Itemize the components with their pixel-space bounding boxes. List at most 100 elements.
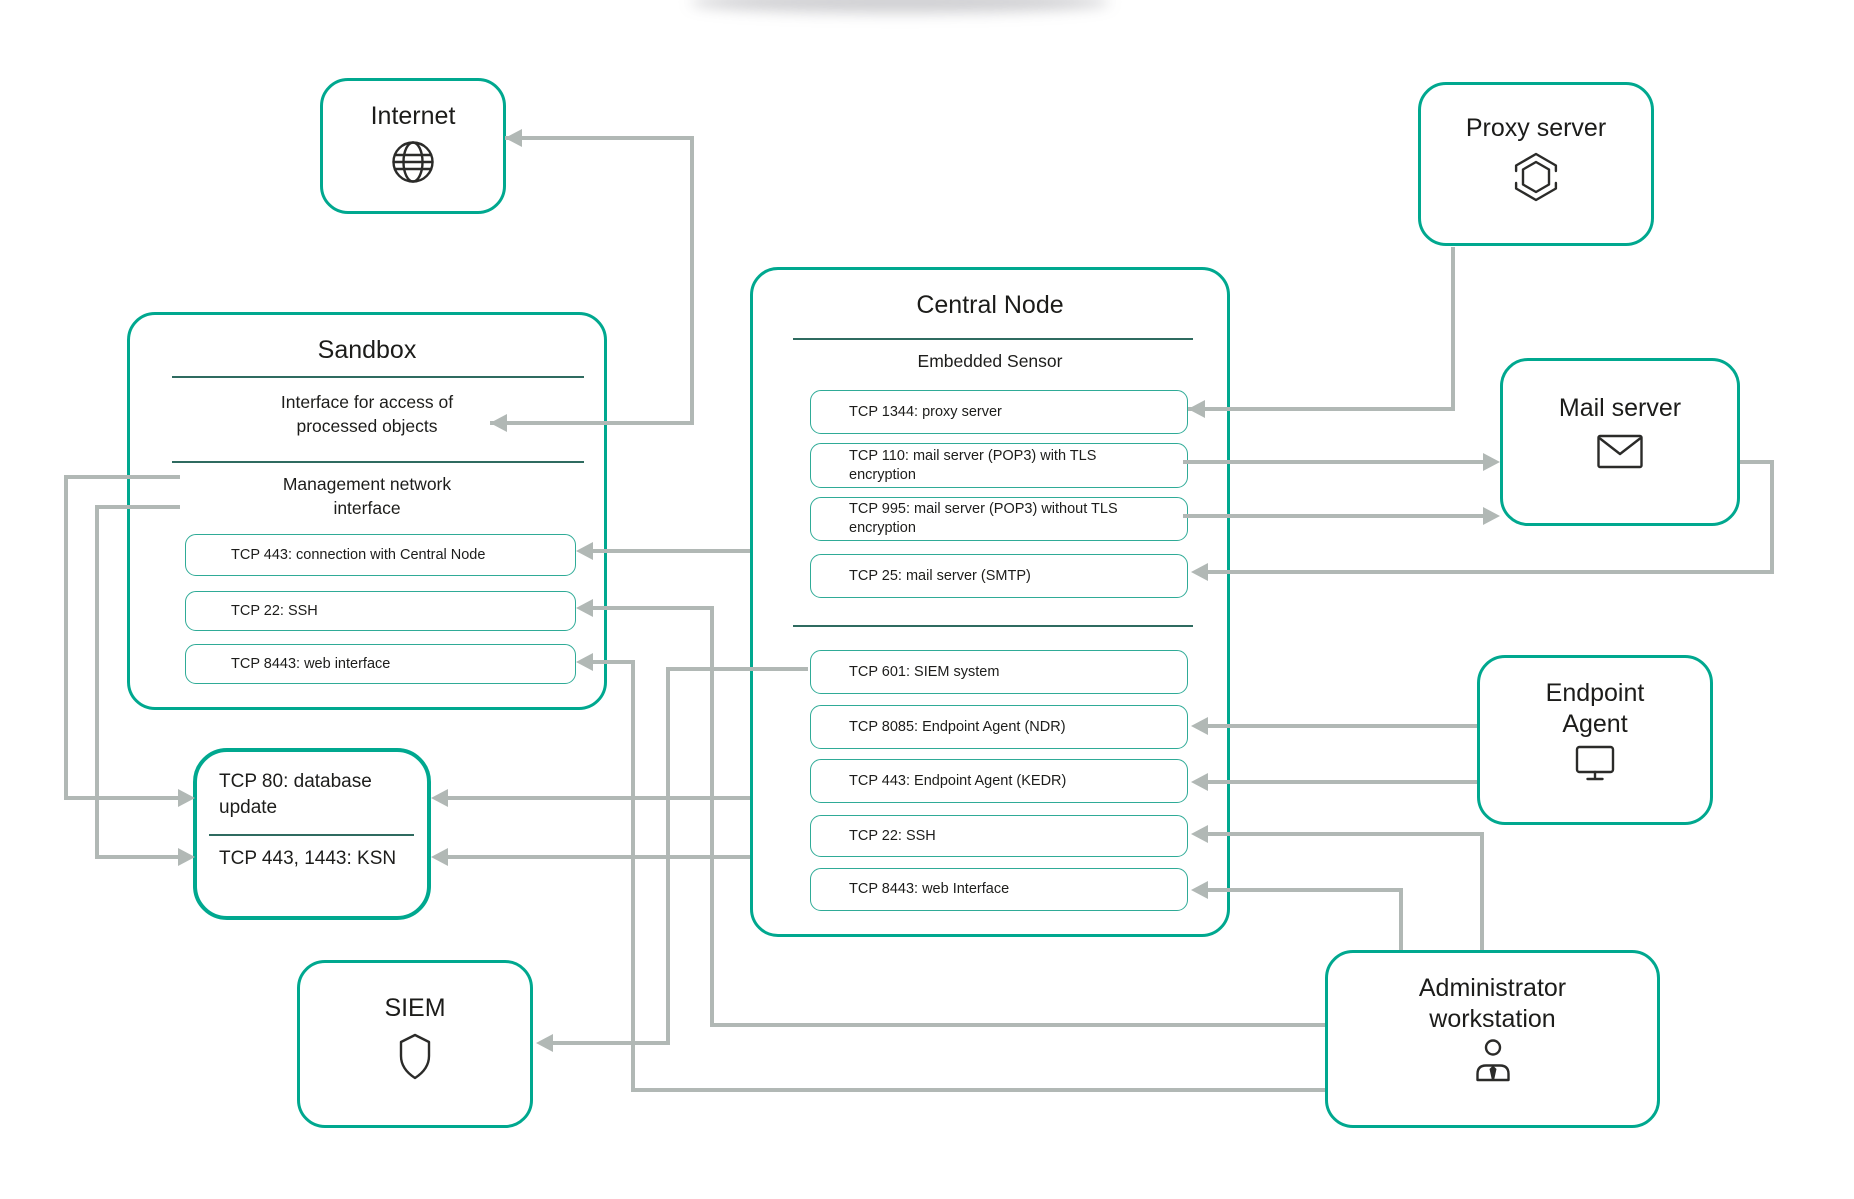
connector-segment-h (505, 136, 694, 140)
arrowhead-left-icon (1191, 773, 1208, 791)
port-label: TCP 601: SIEM system (849, 663, 1000, 680)
central-port-tcp-8443: TCP 8443: web Interface (810, 868, 1188, 911)
sandbox-title: Sandbox (317, 336, 417, 364)
cropped-element-shadow (690, 0, 1110, 13)
services-divider (209, 834, 414, 836)
arrowhead-left-icon (1188, 400, 1205, 418)
connector-segment-h (448, 855, 750, 859)
central-node-divider-2 (793, 625, 1193, 627)
sandbox-port-tcp-22: TCP 22: SSH (185, 591, 576, 631)
monitor-icon (1575, 745, 1615, 780)
connector-segment-h (490, 421, 694, 425)
shield-icon (399, 1034, 431, 1080)
siem-box: SIEM (297, 960, 533, 1128)
arrowhead-left-icon (490, 414, 507, 432)
arrowhead-left-icon (1191, 563, 1208, 581)
arrowhead-left-icon (576, 542, 593, 560)
port-label: TCP 995: mail server (POP3) without TLS … (849, 501, 1118, 536)
administrator-workstation-title: Administrator workstation (1418, 974, 1567, 1034)
connector-segment-h (1740, 460, 1774, 464)
endpoint-agent-title: Endpoint Agent (1545, 679, 1645, 739)
administrator-workstation-box: Administrator workstation (1325, 950, 1660, 1128)
central-node-title: Central Node (916, 291, 1064, 319)
arrowhead-left-icon (576, 599, 593, 617)
port-label: TCP 8443: web Interface (849, 881, 1010, 898)
connector-segment-v (1480, 834, 1484, 950)
connector-segment-v (631, 660, 635, 1090)
connector-segment-v (95, 507, 99, 857)
update-ksn-box: TCP 80: database update TCP 443, 1443: K… (193, 748, 431, 920)
connector-segment-v (666, 669, 670, 1043)
port-label: TCP 22: SSH (231, 602, 318, 619)
central-port-tcp-8085: TCP 8085: Endpoint Agent (NDR) (810, 705, 1188, 749)
central-port-tcp-1344: TCP 1344: proxy server (810, 390, 1188, 434)
connector-segment-v (1451, 247, 1455, 409)
connector-segment-h (1208, 832, 1484, 836)
central-port-tcp-995: TCP 995: mail server (POP3) without TLS … (810, 497, 1188, 541)
connector-segment-h (631, 1088, 1325, 1092)
arrowhead-right-icon (1483, 453, 1500, 471)
arrowhead-left-icon (576, 653, 593, 671)
central-port-tcp-25: TCP 25: mail server (SMTP) (810, 554, 1188, 598)
service-row-database-update: TCP 80: database update (219, 771, 372, 818)
connector-segment-v (1399, 890, 1403, 950)
connector-segment-h (710, 1023, 1325, 1027)
port-label: TCP 8085: Endpoint Agent (NDR) (849, 718, 1066, 735)
central-node-box: Central Node Embedded Sensor TCP 1344: p… (750, 267, 1230, 937)
connector-segment-h (666, 667, 808, 671)
central-port-tcp-443-kedr: TCP 443: Endpoint Agent (KEDR) (810, 759, 1188, 803)
service-row-ksn: TCP 443, 1443: KSN (219, 848, 397, 869)
sandbox-divider-2 (172, 461, 584, 463)
connector-segment-h (448, 796, 750, 800)
connector-segment-h (1183, 460, 1485, 464)
internet-box: Internet (320, 78, 506, 214)
siem-title: SIEM (384, 994, 446, 1022)
central-node-divider-1 (793, 338, 1193, 340)
connector-segment-h (593, 549, 750, 553)
port-label: TCP 443: connection with Central Node (231, 546, 486, 563)
proxy-server-box: Proxy server (1418, 82, 1654, 246)
connector-segment-h (1183, 514, 1485, 518)
connector-segment-v (1770, 462, 1774, 572)
central-port-tcp-22: TCP 22: SSH (810, 815, 1188, 857)
mail-server-box: Mail server (1500, 358, 1740, 526)
arrowhead-left-icon (1191, 881, 1208, 899)
connector-segment-h (593, 660, 635, 664)
sandbox-box: Sandbox Interface for access of processe… (127, 312, 607, 710)
port-label: TCP 22: SSH (849, 827, 936, 844)
connector-segment-h (593, 606, 714, 610)
connector-segment-v (690, 136, 694, 423)
connector-segment-h (95, 505, 180, 509)
port-label: TCP 443: Endpoint Agent (KEDR) (849, 772, 1067, 789)
arrowhead-left-icon (431, 789, 448, 807)
globe-icon (392, 141, 434, 183)
embedded-sensor-heading: Embedded Sensor (917, 351, 1063, 371)
envelope-icon (1597, 435, 1643, 469)
port-label: TCP 110: mail server (POP3) with TLS enc… (849, 447, 1097, 483)
connector-segment-h (1208, 724, 1477, 728)
proxy-server-title: Proxy server (1465, 114, 1607, 142)
arrowhead-right-icon (1483, 507, 1500, 525)
arrowhead-right-icon (178, 789, 195, 807)
connector-segment-v (710, 606, 714, 1025)
arrowhead-left-icon (536, 1034, 553, 1052)
hexagon-icon (1514, 153, 1558, 202)
arrowhead-right-icon (178, 848, 195, 866)
internet-title: Internet (370, 102, 456, 130)
central-port-tcp-601: TCP 601: SIEM system (810, 650, 1188, 694)
connector-segment-h (1208, 888, 1403, 892)
mail-server-title: Mail server (1558, 394, 1682, 422)
connector-segment-h (1188, 407, 1455, 411)
sandbox-port-tcp-8443: TCP 8443: web interface (185, 644, 576, 684)
arrowhead-left-icon (1191, 717, 1208, 735)
connector-segment-h (1208, 570, 1774, 574)
connector-segment-h (1208, 780, 1477, 784)
sandbox-port-tcp-443: TCP 443: connection with Central Node (185, 534, 576, 576)
endpoint-agent-box: Endpoint Agent (1477, 655, 1713, 825)
sandbox-heading-interface: Interface for access of processed object… (280, 392, 454, 436)
arrowhead-left-icon (1191, 825, 1208, 843)
central-port-tcp-110: TCP 110: mail server (POP3) with TLS enc… (810, 443, 1188, 488)
connector-segment-h (64, 796, 178, 800)
port-label: TCP 25: mail server (SMTP) (849, 567, 1031, 584)
